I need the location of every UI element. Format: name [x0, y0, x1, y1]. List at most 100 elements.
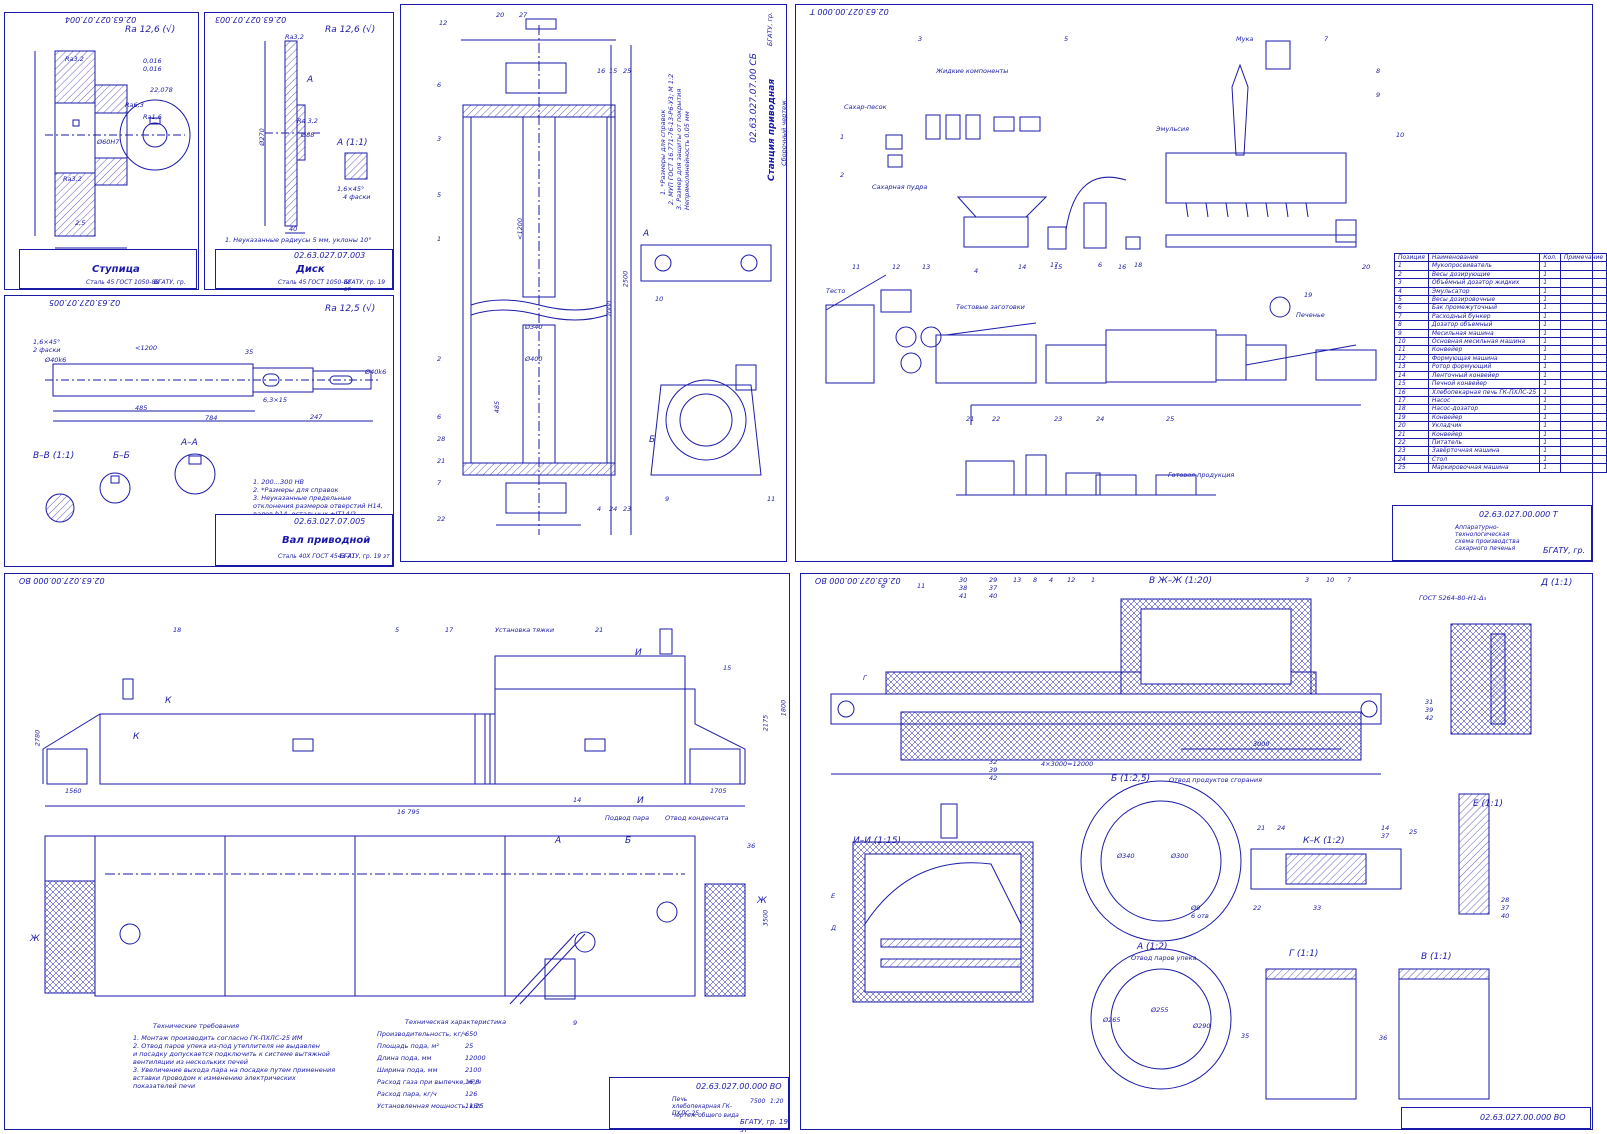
hub-roughness: Ra 12,6 (√) [125, 25, 176, 35]
oven-char-1-val: 25 [465, 1042, 474, 1050]
detail-callout-6: 29 [989, 576, 998, 584]
flow-spec-cell: 19 [1394, 412, 1429, 423]
drive-callout-10: 28 [437, 435, 446, 443]
disk-chamfer: 1,6×45° [337, 185, 365, 193]
flow-spec-cell [1559, 278, 1607, 288]
detail-title-block: 02.63.027.00.000 ВО [1401, 1107, 1591, 1129]
shaft-dim-2: 2 фаски [33, 346, 61, 354]
flow-num-20: 20 [1362, 263, 1371, 271]
flow-spec-cell: 1 [1539, 395, 1561, 406]
shaft-section-vv: В–В (1:1) [33, 451, 75, 461]
detail-title-2: Д (1:1) [1541, 578, 1573, 588]
disk-title: Диск [296, 264, 325, 275]
flow-spec-cell [1559, 454, 1607, 465]
shaft-dim-10: Ø40k6 [365, 368, 387, 376]
shaft-note-2: 2. *Размеры для справок [253, 486, 339, 494]
oven-dim-3: 1800 [779, 699, 788, 717]
oven-char-title: Техническая характеристика [405, 1018, 507, 1026]
flow-spec-cell [1559, 404, 1607, 414]
flow-num-9: 9 [1376, 91, 1381, 99]
sheet-hub: 02.63.027.07.004 Ra 12,6 (√) Ra6,3 Ra3,2… [4, 12, 199, 290]
flow-spec-cell: Насос [1427, 395, 1541, 406]
shaft-material: Сталь 40Х ГОСТ 4543-71 [278, 553, 356, 560]
flow-spec-cell: Весы дозирующие [1427, 269, 1541, 280]
sheet-drive-station: 02.63.027.07.00 СБ Станция приводная Сбо… [400, 4, 788, 562]
flow-label-dough: Тесто [826, 287, 846, 295]
oven-char-1-name: Площадь пода, м² [377, 1042, 439, 1050]
flow-spec-cell: 1 [1539, 320, 1561, 330]
flow-spec-cell: 1 [1539, 463, 1561, 473]
drive-callout-2: 20 [496, 11, 505, 19]
detail-callout-2: 11 [917, 582, 926, 590]
oven-dim-4: 1560 [65, 787, 82, 795]
detail-title-3: Б (1:2,5) [1111, 774, 1151, 784]
flow-spec-cell: 1 [1539, 337, 1561, 347]
flow-spec-cell [1559, 328, 1607, 339]
detail-title-7: Е (1:1) [1473, 799, 1504, 809]
hub-org: БГАТУ, гр. [154, 279, 186, 286]
shaft-title: Вал приводной [282, 535, 371, 546]
flow-num-19: 19 [1304, 291, 1313, 299]
flow-spec-cell: Завёрточная машина [1427, 446, 1541, 456]
flow-spec-cell: 12 [1394, 353, 1429, 364]
disk-roughness: Ra 12,6 (√) [325, 25, 376, 35]
disk-drawing [264, 40, 368, 234]
flow-spec-cell: 13 [1394, 362, 1429, 372]
detail-callout-24: 24 [1277, 824, 1286, 832]
oven-callout-36: 36 [747, 842, 756, 850]
flow-spec-cell: Весы дозировочные [1427, 295, 1541, 305]
oven-tech-req-5: 3. Увеличение выхода пара на посадке пут… [133, 1066, 336, 1074]
oven-drawing [42, 628, 746, 1005]
flow-spec-h-note: Примечание [1559, 252, 1607, 263]
disk-title-block: 02.63.027.07.003 Диск Сталь 45 ГОСТ 1050… [215, 249, 393, 293]
detail-callout-27: 25 [1409, 828, 1418, 836]
detail-callout-8: 40 [989, 592, 998, 600]
flow-spec-cell: Ленточный конвейер [1427, 370, 1541, 381]
flow-num-11: 11 [852, 263, 861, 271]
flow-spec-cell [1559, 362, 1607, 372]
flow-drawing [825, 40, 1377, 496]
oven-callout-17: 17 [445, 626, 454, 634]
drive-callout-12: 7 [437, 479, 442, 487]
detail-callout-5: 41 [959, 592, 968, 600]
oven-callout-15: 15 [723, 664, 732, 672]
flow-spec-cell: Насос-дозатор [1427, 404, 1541, 414]
flow-label-sugar: Сахар-песок [844, 103, 887, 111]
detail-callout-25: 14 [1381, 824, 1390, 832]
flow-spec-cell: 1 [1394, 261, 1429, 271]
detail-title-8: А (1:2) [1137, 942, 1168, 952]
flow-spec-cell [1559, 370, 1607, 381]
flow-spec-cell: Объёмный дозатор жидких [1427, 278, 1541, 288]
flow-spec-cell: Хлебопекарная печь ГК-ПХЛС-25 [1427, 387, 1541, 397]
detail-dim-9: Ø290 [1193, 1022, 1211, 1030]
detail-callout-34: 36 [1379, 1034, 1388, 1042]
oven-tech-req-2: 2. Отвод паров упека из-под утеплителя н… [133, 1042, 320, 1050]
flow-spec-cell: 1 [1539, 353, 1561, 364]
detail-callout-3: 30 [959, 576, 968, 584]
oven-char-2-val: 12000 [465, 1054, 486, 1062]
detail-callout-20: 31 [1425, 698, 1434, 706]
shaft-note-1: 1. 200…300 HB [253, 478, 304, 486]
drive-dim-3: Ø400 [525, 355, 543, 363]
flow-spec-cell: Месильная машина [1427, 328, 1541, 339]
flow-spec-cell: 17 [1394, 395, 1429, 406]
flow-spec-cell: Питатель [1427, 437, 1541, 448]
oven-label-k1: К [165, 696, 172, 706]
drive-code-side: 02.63.027.07.00 СБ [748, 53, 759, 143]
flow-spec-cell [1559, 421, 1607, 431]
flow-spec-cell: 3 [1394, 278, 1429, 288]
flow-spec-h-pos: Позиция [1394, 252, 1429, 263]
flow-spec-cell: 23 [1394, 446, 1429, 456]
flow-label-powder: Сахарная пудра [872, 183, 928, 191]
drive-callout-4: 6 [437, 81, 442, 89]
